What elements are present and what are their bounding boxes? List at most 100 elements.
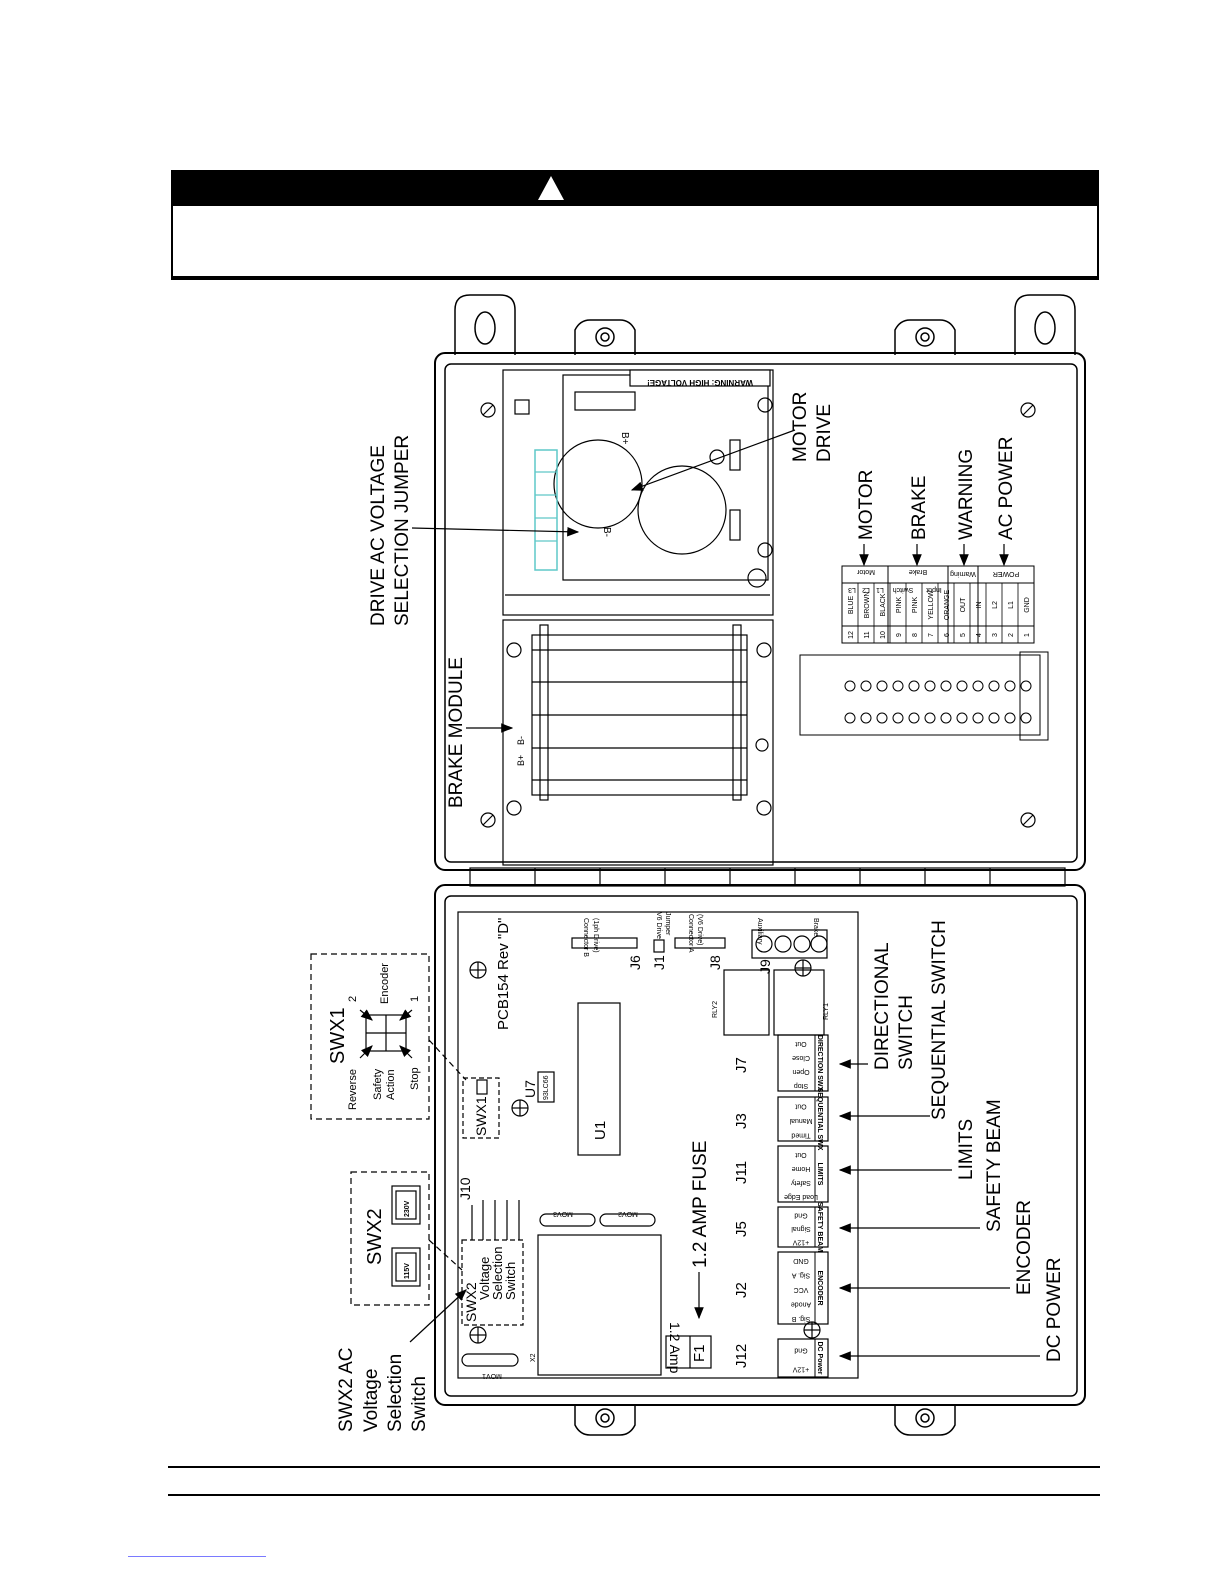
connector-a-line2: (V6 Drive) [696,914,703,946]
pcb-connector-block [777,1251,829,1325]
u1-label: U1 [592,1121,609,1140]
callout-sequential-switch: SEQUENTIAL SWITCH [929,920,950,1120]
terminal-screw [1004,680,1016,692]
terminal-screw [988,680,1000,692]
pcb-connector-pin: Sig. B [791,1315,810,1322]
pcb-connector-pin: +12V [792,1366,809,1373]
pcb-connector-pin: Anode [791,1300,811,1307]
pcb-swx1-label: SWX1 [473,1096,489,1136]
brake-b-plus-label: B+ [516,755,526,766]
pcb-connector-pin: Gnd [794,1212,807,1219]
pcb-j9-label: J9 [757,959,773,974]
terminal-wire-label: IN [976,602,983,609]
pcb-connector-pin: Home [792,1165,811,1172]
mov3-label: MOV3 [553,1210,573,1217]
terminal-screw [940,680,952,692]
pcb-connector-title: DC Power [816,1341,823,1374]
swx1-position-1: 1 [409,996,421,1002]
j9-brake-label: Brake [812,918,819,936]
swx1-detail-title: SWX1 [327,1007,349,1064]
callout-brake: BRAKE [909,476,930,540]
swx1-reverse-label: Reverse [347,1069,359,1110]
terminal-screw [924,712,936,724]
callout-drive-ac-voltage-line1: DRIVE AC VOLTAGE [368,445,389,626]
rly2-label: RLY2 [712,1001,719,1018]
terminal-screw [940,712,952,724]
terminal-number-label: 4 [976,633,983,637]
warning-message-box [171,206,1099,280]
terminal-screw [860,712,872,724]
term-sub-switch: Switch [893,586,914,593]
terminal-wire-label: L1 [1008,601,1015,609]
terminal-screw [908,680,920,692]
j9-auxiliary-label: Auxiliary [756,918,763,945]
f1-label: F1 [691,1344,708,1362]
swx2-230v-label: 230V [404,1200,411,1217]
pcb-connector-block [777,1206,829,1248]
pcb-connector-pin: Safety [791,1179,811,1186]
terminal-wire-label: GND [1024,597,1031,613]
terminal-screw [972,712,984,724]
pcb-connector-pin: VCC [794,1286,809,1293]
u7-part-label: 93LC66 [543,1075,550,1100]
term-sub-input: Input [926,586,942,593]
terminal-number-label: 3 [992,633,999,637]
term-sub-l3: L3 [848,586,856,593]
pcb-connector-block [777,1145,829,1203]
swx1-action-label: Action [385,1069,397,1100]
terminal-group-labels: Motor Brake Warning POWER L3 L2 L1 Switc… [848,568,1019,593]
swx1-safety-label: Safety [372,1068,384,1100]
callout-dc-power: DC POWER [1044,1258,1065,1363]
callout-drive-ac-voltage-line2: SELECTION JUMPER [392,435,413,626]
term-group-warning: Warning [950,570,976,577]
pcb-connector-block [777,1338,829,1378]
motor-drive [502,369,774,616]
drive-b-minus-label: B- [601,527,612,537]
high-voltage-warning-label: WARNING: HIGH VOLTAGE! [647,378,753,387]
pcb-connector-id: J2 [733,1282,750,1298]
pcb-connector-id: J5 [733,1221,750,1237]
pcb-connector-pin: GND [793,1257,809,1264]
terminal-screw [1020,680,1032,692]
terminal-wire-label: ORANGE [944,590,951,621]
pcb-connector-pin: Out [795,1151,806,1158]
terminal-number-label: 12 [848,631,855,639]
term-group-brake: Brake [909,568,927,575]
mov1-label: MOV1 [482,1372,502,1379]
terminal-screw [860,680,872,692]
brake-b-minus-label: B- [516,736,526,745]
connector-a-line1: Connector A [687,914,694,953]
term-sub-l2: L2 [862,586,870,593]
pcb-connector-pin: Out [795,1102,806,1109]
drive-b-plus-label: B+ [619,432,630,445]
swx1-encoder-label: Encoder [379,963,391,1004]
pcb-j8-label: J8 [707,955,723,970]
v6-drive-jumper-line2: Jumper [664,912,671,936]
terminal-number-label: 11 [864,631,871,638]
pcb-connector-pin: +12V [792,1238,809,1245]
pcb-connector-title: SAFETY BEAM [816,1202,823,1252]
pcb-swx2-line2: Voltage [477,1257,492,1300]
pcb-connector-title: DIRECTION SWX [816,1035,823,1092]
u7-label: U7 [522,1080,538,1098]
callout-warning: WARNING [956,449,977,540]
terminal-strip [799,565,1049,741]
pcb-j1-label: J1 [651,955,667,970]
pcb-connector-pin: Timed [791,1132,810,1139]
terminal-screw [1020,712,1032,724]
terminal-number-label: 7 [928,633,935,637]
terminal-screw [876,712,888,724]
pcb-connector-pin: Sig. A [792,1272,811,1279]
pcb-connector-id: J3 [733,1113,750,1129]
callout-amp-fuse: 1.2 AMP FUSE [690,1141,711,1268]
terminal-number-label: 8 [912,633,919,637]
pcb-connector-pin: Close [792,1054,810,1061]
pcb-swx2-line4: Switch [503,1262,518,1300]
pcb-connector-pin: Manual [789,1117,812,1124]
terminal-wire-label: OUT [960,597,967,613]
pcb-connector-id: J12 [733,1344,750,1368]
terminal-wire-label: YELLOW [928,590,935,620]
terminal-wire-label: PINK [896,597,903,614]
terminal-number-label: 5 [960,633,967,637]
